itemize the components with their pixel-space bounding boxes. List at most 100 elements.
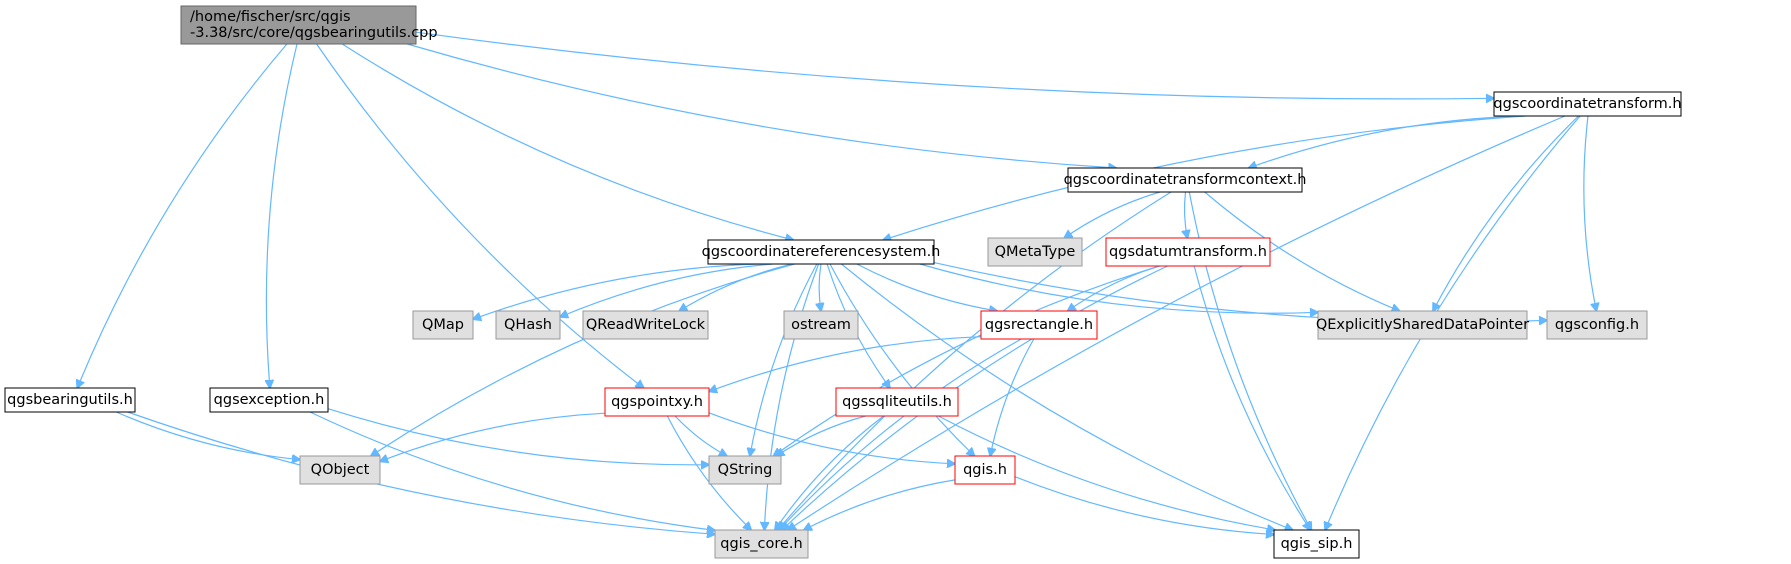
edge-crs_h-to-ostream: [819, 263, 821, 311]
node-box: [1493, 91, 1682, 117]
edge-ct_h-to-ctcontext_h: [1249, 115, 1524, 168]
node-label: -3.38/src/core/qgsbearingutils.cpp: [190, 25, 438, 41]
node-box: [1546, 310, 1648, 340]
edge-pointxy_h-to-qobject: [380, 412, 606, 461]
edge-crs_h-to-qhash: [560, 263, 773, 317]
edge-sqlite_h-to-qgis_core_h: [775, 415, 884, 530]
node-crs-h[interactable]: qgscoordinatereferencesystem.h: [702, 239, 941, 265]
edge-rect_h-to-qgis_h: [990, 338, 1035, 456]
node-box: [783, 310, 859, 340]
node-qesdp[interactable]: QExplicitlySharedDataPointer: [1316, 310, 1529, 340]
edge-ct_h-to-qgis_core_h: [788, 115, 1566, 530]
edge-root-to-ct_h: [415, 31, 1494, 99]
node-label: QMetaType: [995, 244, 1076, 260]
node-box: [1105, 237, 1271, 267]
node-label: qgspointxy.h: [611, 394, 703, 410]
node-qrwlock[interactable]: QReadWriteLock: [582, 310, 709, 340]
node-qgis-core-h[interactable]: qgis_core.h: [714, 529, 809, 559]
node-qobject[interactable]: QObject: [299, 455, 381, 485]
node-box: [980, 310, 1098, 340]
node-box: [604, 387, 710, 417]
node-box: [4, 387, 136, 413]
edge-crs_h-to-qgis_sip_h: [841, 263, 1292, 530]
node-label: qgsdatumtransform.h: [1109, 244, 1267, 260]
node-rect-h[interactable]: qgsrectangle.h: [980, 310, 1098, 340]
edge-root-to-crs_h: [341, 43, 793, 240]
edge-crs_h-to-qesdp: [919, 263, 1318, 313]
node-exception-h[interactable]: qgsexception.h: [209, 387, 329, 413]
edge-exception_h-to-qgis_core_h: [309, 411, 715, 530]
edge-crs_h-to-qrwlock: [679, 263, 793, 311]
node-qmetatype[interactable]: QMetaType: [987, 237, 1083, 267]
edge-ct_h-to-qesdp: [1433, 115, 1579, 311]
node-label: qgsexception.h: [214, 392, 325, 408]
node-box: [180, 5, 417, 45]
node-box: [299, 455, 381, 485]
node-label: QMap: [422, 317, 464, 333]
node-config-h[interactable]: qgsconfig.h: [1546, 310, 1648, 340]
node-box: [582, 310, 709, 340]
edge-root-to-ctcontext_h: [407, 43, 1116, 168]
node-label: QExplicitlySharedDataPointer: [1316, 317, 1529, 333]
edge-pointxy_h-to-qstring: [674, 415, 727, 456]
edge-bearingutils_h-to-qobject: [116, 411, 300, 460]
node-box: [495, 310, 561, 340]
node-pointxy-h[interactable]: qgspointxy.h: [604, 387, 710, 417]
node-sqlite-h[interactable]: qgssqliteutils.h: [835, 387, 959, 417]
edge-ct_h-to-crs_h: [883, 115, 1526, 240]
node-box: [954, 455, 1016, 485]
edge-bearingutils_h-to-qgis_core_h: [127, 411, 715, 534]
node-label: qgssqliteutils.h: [842, 394, 952, 410]
node-box: [714, 529, 809, 559]
node-box: [1317, 310, 1528, 340]
node-label: QString: [718, 462, 773, 478]
edges-layer: [77, 31, 1597, 535]
edge-root-to-bearingutils_h: [77, 43, 288, 388]
node-label: qgis.h: [963, 462, 1007, 478]
node-label: qgscoordinatetransform.h: [1493, 96, 1681, 112]
edge-qgis_h-to-qgis_core_h: [804, 479, 956, 530]
edge-rect_h-to-qgis_core_h: [779, 338, 1022, 530]
edge-datum_h-to-qgis_sip_h: [1193, 265, 1310, 530]
node-label: qgsconfig.h: [1555, 317, 1639, 333]
node-box: [708, 455, 782, 485]
node-box: [835, 387, 959, 417]
edge-exception_h-to-qstring: [327, 408, 709, 465]
node-ctcontext-h[interactable]: qgscoordinatetransformcontext.h: [1064, 167, 1307, 193]
edge-crs_h-to-qgis_h: [829, 263, 975, 456]
edge-crs_h-to-qobject: [371, 263, 795, 456]
node-label: qgsbearingutils.h: [7, 392, 133, 408]
node-box: [987, 237, 1083, 267]
node-label: QObject: [311, 462, 370, 478]
nodes-layer: /home/fischer/src/qgis-3.38/src/core/qgs…: [4, 5, 1682, 559]
edge-ctcontext_h-to-qesdp: [1204, 191, 1400, 311]
node-label: qgis_core.h: [720, 536, 802, 552]
edge-ct_h-to-config_h: [1583, 115, 1597, 311]
node-qgis-h[interactable]: qgis.h: [954, 455, 1016, 485]
edge-pointxy_h-to-qgis_core_h: [666, 415, 751, 530]
edge-ctcontext_h-to-qmetatype: [1064, 191, 1161, 238]
node-box: [707, 239, 935, 265]
edge-ctcontext_h-to-datum_h: [1185, 191, 1188, 238]
edge-pointxy_h-to-qgis_h: [708, 412, 955, 464]
node-ostream[interactable]: ostream: [783, 310, 859, 340]
edge-datum_h-to-qstring: [773, 265, 1160, 456]
node-datum-h[interactable]: qgsdatumtransform.h: [1105, 237, 1271, 267]
node-ct-h[interactable]: qgscoordinatetransform.h: [1493, 91, 1682, 117]
node-qgis-sip-h[interactable]: qgis_sip.h: [1273, 529, 1360, 559]
edge-crs_h-to-qmap: [473, 263, 759, 319]
node-qmap[interactable]: QMap: [412, 310, 474, 340]
node-label: QHash: [504, 317, 552, 333]
edge-datum_h-to-qgis_core_h: [782, 265, 1168, 530]
node-label: qgscoordinatetransformcontext.h: [1064, 172, 1307, 188]
node-bearingutils-h[interactable]: qgsbearingutils.h: [4, 387, 136, 413]
node-box: [209, 387, 329, 413]
node-label: qgis_sip.h: [1281, 536, 1353, 552]
node-qhash[interactable]: QHash: [495, 310, 561, 340]
node-root[interactable]: /home/fischer/src/qgis-3.38/src/core/qgs…: [180, 5, 438, 45]
node-label: QReadWriteLock: [586, 317, 706, 333]
edge-datum_h-to-rect_h: [1068, 265, 1160, 311]
edge-qgis_h-to-qgis_sip_h: [1014, 476, 1274, 535]
node-qstring[interactable]: QString: [708, 455, 782, 485]
